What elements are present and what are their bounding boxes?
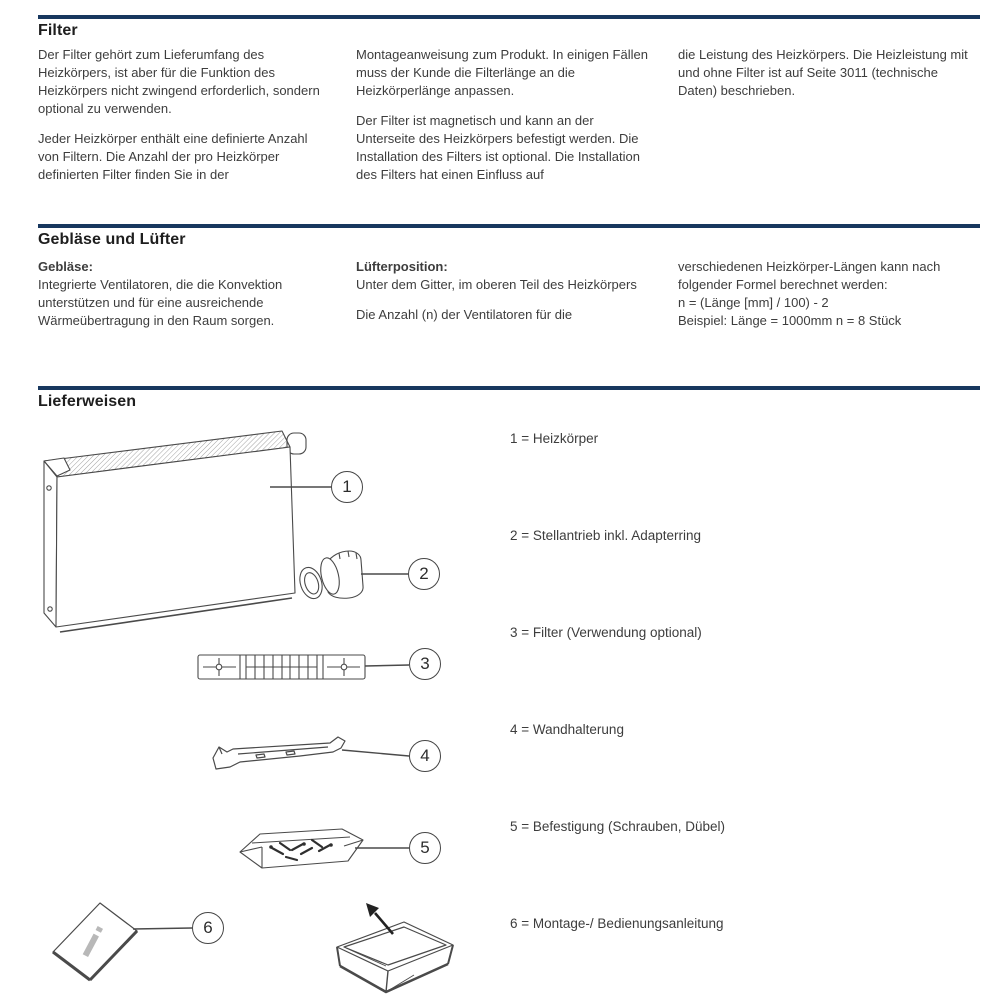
filter-col2-paragraph-1: Montageanweisung zum Produkt. In einigen… — [356, 47, 648, 98]
formula-line-1: verschiedenen Heizkörper-Längen kann nac… — [678, 259, 941, 274]
callout-circle-1: 1 — [331, 471, 363, 503]
section-rule-lieferweisen — [38, 386, 980, 390]
section-title-lieferweisen: Lieferweisen — [38, 393, 137, 410]
arrow-up-icon — [366, 903, 394, 935]
filter-col1-paragraph-2: Jeder Heizkörper enthält eine definierte… — [38, 131, 308, 182]
geblaese-col-3: verschiedenen Heizkörper-Längen kann nac… — [678, 258, 980, 342]
filter-col3-paragraph-1: die Leistung des Heizkörpers. Die Heizle… — [678, 47, 968, 98]
filter-col2-paragraph-2: Der Filter ist magnetisch und kann an de… — [356, 113, 640, 182]
filter-columns: Der Filter gehört zum Lieferumfang des H… — [38, 46, 980, 196]
wall-bracket-illustration — [212, 736, 410, 770]
callout-circle-4: 4 — [409, 740, 441, 772]
section-rule-filter — [38, 15, 980, 19]
manual-booklet-illustration: i — [52, 902, 193, 982]
geblaese-col1-paragraph-1: Integrierte Ventilatoren, die die Konvek… — [38, 277, 283, 328]
section-rule-geblaese — [38, 224, 980, 228]
packaging-box-illustration — [336, 903, 454, 994]
filter-col1-paragraph-1: Der Filter gehört zum Lieferumfang des H… — [38, 47, 320, 116]
geblaese-columns: Gebläse: Integrierte Ventilatoren, die d… — [38, 258, 980, 342]
legend-item-3: 3 = Filter (Verwendung optional) — [510, 625, 702, 640]
formula-line-3: n = (Länge [mm] / 100) - 2 — [678, 295, 829, 310]
fastening-bag-illustration — [239, 828, 409, 869]
legend-item-6: 6 = Montage-/ Bedienungsanleitung — [510, 916, 724, 931]
luefterposition-subheading: Lüfterposition: — [356, 259, 448, 274]
filter-col-1: Der Filter gehört zum Lieferumfang des H… — [38, 46, 326, 196]
geblaese-col2-paragraph-2: Die Anzahl (n) der Ventilatoren für die — [356, 307, 573, 322]
filter-col-3: die Leistung des Heizkörpers. Die Heizle… — [678, 46, 980, 196]
legend-item-4: 4 = Wandhalterung — [510, 722, 624, 737]
callout-circle-6: 6 — [192, 912, 224, 944]
filter-col-2: Montageanweisung zum Produkt. In einigen… — [356, 46, 648, 196]
geblaese-col-2: Lüfterposition: Unter dem Gitter, im obe… — [356, 258, 648, 342]
geblaese-col2-paragraph-1: Unter dem Gitter, im oberen Teil des Hei… — [356, 277, 637, 292]
actuator-illustration — [299, 550, 408, 600]
geblaese-col-1: Gebläse: Integrierte Ventilatoren, die d… — [38, 258, 326, 342]
geblaese-subheading: Gebläse: — [38, 259, 93, 274]
legend-item-1: 1 = Heizkörper — [510, 431, 599, 446]
callout-circle-3: 3 — [409, 648, 441, 680]
formula-line-4: Beispiel: Länge = 1000mm n = 8 Stück — [678, 313, 902, 328]
legend-item-2: 2 = Stellantrieb inkl. Adapterring — [510, 528, 701, 543]
radiator-illustration — [43, 430, 331, 633]
formula-line-2: folgender Formel berechnet werden: — [678, 277, 888, 292]
filter-illustration — [197, 654, 410, 680]
delivery-contents-diagram: i — [43, 430, 454, 994]
section-title-geblaese: Gebläse und Lüfter — [38, 231, 186, 248]
section-title-filter: Filter — [38, 22, 78, 39]
callout-circle-5: 5 — [409, 832, 441, 864]
legend-item-5: 5 = Befestigung (Schrauben, Dübel) — [510, 819, 726, 834]
callout-circle-2: 2 — [408, 558, 440, 590]
